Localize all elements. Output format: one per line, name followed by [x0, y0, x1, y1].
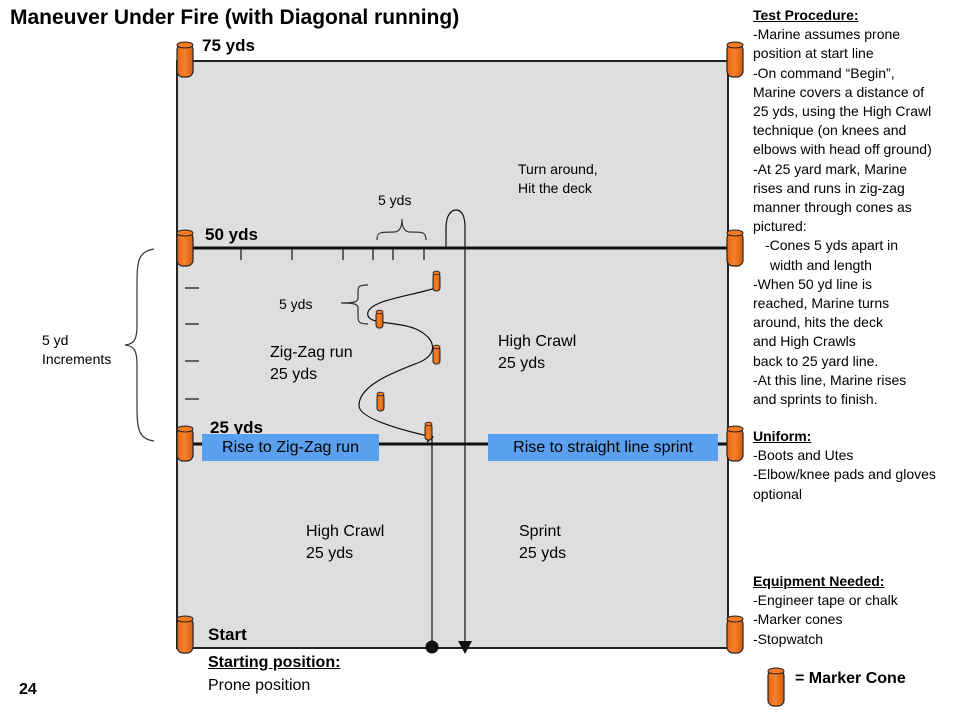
increment-dashes	[185, 287, 199, 400]
procedure-line: -At 25 yard mark, Marine	[753, 160, 908, 177]
high-crawl-lower-label: High Crawl 25 yds	[306, 523, 385, 562]
cone-right-50	[726, 229, 744, 267]
yard-label-50: 50 yds	[205, 225, 258, 244]
procedure-line: and sprints to finish.	[753, 391, 878, 408]
width-spacing-label: 5 yds	[378, 192, 412, 208]
yard-label-75: 75 yds	[202, 36, 255, 55]
uniform-line: -Elbow/knee pads and gloves	[753, 466, 936, 483]
uniform-heading: Uniform:	[753, 428, 812, 444]
procedure-line: elbows with head off ground)	[753, 141, 932, 158]
cone-left-50	[176, 229, 194, 267]
starting-position-value: Prone position	[208, 677, 311, 694]
cone-right-75	[726, 41, 744, 78]
small-cones	[375, 270, 441, 441]
procedure-line: -On command “Begin”,	[753, 64, 895, 81]
procedure-line: -When 50 yd line is	[753, 275, 873, 292]
small-cone	[376, 391, 385, 412]
procedure-line: manner through cones as	[753, 199, 912, 216]
procedure-line: back to 25 yard line.	[753, 352, 879, 369]
procedure-sub-line: width and length	[770, 256, 872, 273]
zigzag-path	[358, 287, 437, 646]
rise-zigzag-label: Rise to Zig-Zag run	[202, 434, 379, 461]
procedure-line: position at start line	[753, 45, 874, 62]
start-label: Start	[208, 625, 247, 644]
procedure-line: reached, Marine turns	[753, 295, 890, 312]
procedure-line: pictured:	[753, 218, 807, 235]
cone-right-25	[726, 425, 744, 462]
width-ticks	[240, 248, 425, 260]
cone-right-start	[726, 615, 744, 654]
equipment-line: -Marker cones	[753, 611, 843, 628]
procedure-line: Marine covers a distance of	[753, 83, 925, 100]
procedure-line: rises and runs in zig-zag	[753, 179, 905, 196]
uniform-line: optional	[753, 485, 803, 502]
page-number: 24	[19, 681, 37, 698]
rise-sprint-label: Rise to straight line sprint	[488, 434, 718, 461]
equipment-section: Equipment Needed: -Engineer tape or chal…	[753, 572, 960, 649]
cone-left-start	[176, 615, 194, 654]
cone-left-75	[176, 41, 194, 78]
length-spacing-brace	[340, 284, 369, 325]
turn-around-label: Turn around, Hit the deck	[518, 161, 598, 196]
small-cone	[432, 344, 441, 365]
equipment-heading: Equipment Needed:	[753, 573, 885, 589]
procedure-sub-line: -Cones 5 yds apart in	[765, 237, 899, 254]
legend-marker-cone-label: = Marker Cone	[795, 670, 906, 687]
yard-label-25: 25 yds	[210, 418, 263, 437]
width-spacing-brace	[376, 218, 427, 241]
zigzag-run-label: Zig-Zag run 25 yds	[270, 344, 353, 383]
starting-position-heading: Starting position:	[208, 654, 341, 671]
equipment-line: -Stopwatch	[753, 630, 824, 647]
legend-cone-icon	[767, 667, 785, 707]
equipment-line: -Engineer tape or chalk	[753, 592, 898, 609]
uniform-line: -Boots and Utes	[753, 447, 854, 464]
return-path	[445, 209, 466, 642]
page-title: Maneuver Under Fire (with Diagonal runni…	[10, 6, 460, 29]
high-crawl-upper-label: High Crawl 25 yds	[498, 333, 577, 372]
small-cone	[432, 270, 441, 292]
small-cone	[424, 421, 433, 441]
procedure-line: around, hits the deck	[753, 314, 883, 331]
procedure-line: -Marine assumes prone	[753, 26, 901, 43]
cone-left-25	[176, 425, 194, 462]
procedure-line: -At this line, Marine rises	[753, 371, 907, 388]
course-field	[176, 60, 729, 649]
test-procedure-heading: Test Procedure:	[753, 7, 859, 23]
uniform-section: Uniform: -Boots and Utes -Elbow/knee pad…	[753, 427, 960, 504]
procedure-line: and High Crawls	[753, 333, 856, 350]
procedure-line: 25 yds, using the High Crawl	[753, 103, 932, 120]
procedure-line: technique (on knees and	[753, 122, 907, 139]
length-spacing-label: 5 yds	[279, 296, 313, 312]
finish-arrow	[458, 641, 472, 654]
increments-label: 5 yd Increments	[42, 332, 112, 367]
increments-brace	[124, 248, 155, 442]
start-dot	[425, 640, 439, 654]
sprint-label: Sprint 25 yds	[519, 523, 567, 562]
small-cone	[375, 309, 384, 329]
test-procedure-section: Test Procedure: -Marine assumes prone po…	[753, 6, 960, 409]
